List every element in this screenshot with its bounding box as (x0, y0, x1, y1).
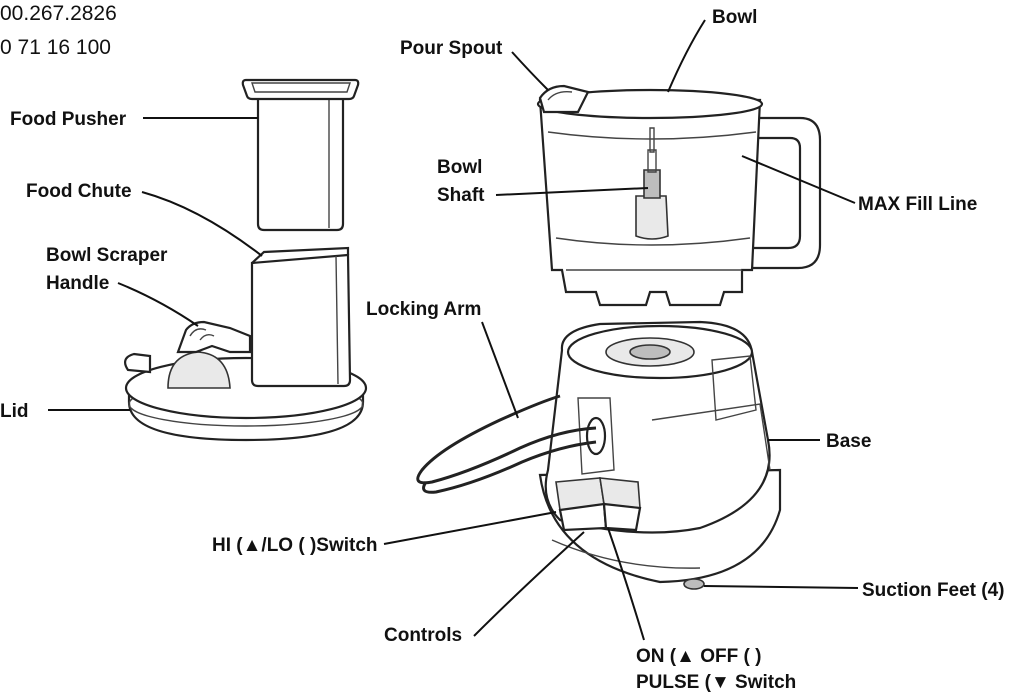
label-pour-spout: Pour Spout (400, 38, 503, 59)
leader-hi-lo-switch (383, 511, 557, 545)
label-locking-arm: Locking Arm (366, 299, 481, 320)
label-controls: Controls (384, 625, 462, 646)
food-pusher-illustration (241, 78, 360, 232)
base-illustration (416, 320, 782, 590)
leader-bowl-shaft (495, 187, 649, 196)
leader-controls (473, 531, 585, 637)
leader-bowl-scraper (117, 282, 199, 327)
label-food-chute: Food Chute (26, 181, 132, 202)
header-phone-line-2: 0 71 16 100 (0, 36, 111, 59)
header-phone-line-1: 00.267.2826 (0, 2, 117, 25)
part-labels: Food Pusher Food Chute Bowl Scraper Hand… (0, 7, 1005, 692)
label-hi-lo-switch: HI (▲/LO ( )Switch (212, 535, 378, 556)
label-bowl: Bowl (712, 7, 757, 28)
label-food-pusher: Food Pusher (10, 109, 127, 130)
label-max-fill-line: MAX Fill Line (858, 194, 977, 215)
label-suction-feet: Suction Feet (4) (862, 580, 1005, 601)
leader-lines (48, 19, 859, 641)
leader-max-fill-line (741, 155, 856, 204)
label-on-off-line-2: PULSE (▼ Switch (636, 672, 796, 692)
label-lid: Lid (0, 401, 29, 422)
label-base: Base (826, 431, 871, 452)
label-bowl-scraper-line-1: Bowl Scraper (46, 245, 168, 266)
label-bowl-shaft-line-2: Shaft (437, 185, 485, 206)
leader-on-off-switch (607, 527, 645, 641)
leader-bowl (667, 19, 706, 93)
leader-food-chute (141, 191, 263, 257)
label-bowl-shaft-line-1: Bowl (437, 157, 482, 178)
lid-illustration (124, 320, 368, 442)
label-bowl-scraper-line-2: Handle (46, 273, 109, 294)
leader-pour-spout (511, 51, 549, 91)
leader-locking-arm (481, 321, 519, 419)
leader-suction-feet (703, 585, 859, 589)
label-on-off-line-1: ON (▲ OFF ( ) (636, 646, 761, 667)
bowl-illustration (536, 84, 822, 307)
food-chute-illustration (250, 246, 352, 388)
